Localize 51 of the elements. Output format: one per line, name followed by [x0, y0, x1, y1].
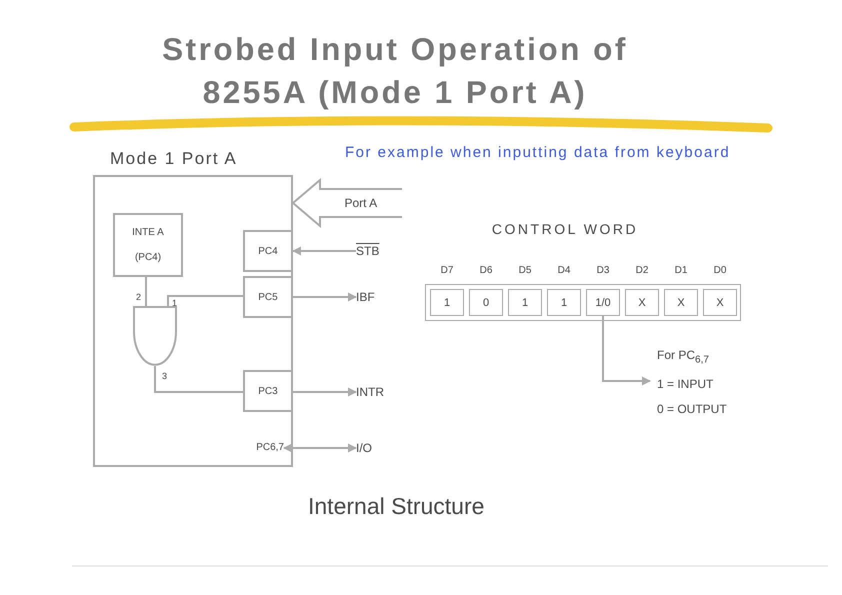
- bit-header: D7: [440, 264, 454, 277]
- pin-number: 3: [162, 371, 168, 382]
- signal-label: STB: [356, 243, 380, 259]
- box-heading: Mode 1 Port A: [110, 148, 238, 169]
- example-note: For example when inputting data from keyboard: [345, 144, 730, 161]
- arrow: [292, 246, 356, 256]
- bit-header: D4: [556, 264, 572, 277]
- figure-caption: Internal Structure: [308, 492, 484, 520]
- latch-box: [113, 213, 183, 277]
- bit-value: 1: [560, 296, 568, 310]
- signal-label: INTR: [356, 384, 384, 400]
- latch-label: INTE A: [132, 226, 164, 240]
- bit-value: X: [716, 296, 724, 310]
- bit-value: 1: [444, 296, 450, 310]
- bit-header: D5: [518, 264, 532, 277]
- arrow: [283, 444, 357, 452]
- connector-line: [154, 366, 243, 393]
- note-text: For PC$_{6,7}$: [657, 347, 709, 368]
- signal-label: I/O: [356, 440, 372, 456]
- connector-line: [145, 277, 147, 306]
- bit-value: 0: [482, 296, 490, 310]
- bit-value: X: [677, 296, 685, 310]
- pin-number: 2: [136, 292, 142, 303]
- bit-header: D1: [674, 264, 688, 277]
- note-text: 1 = INPUT: [657, 376, 714, 394]
- table-heading: CONTROL WORD: [490, 220, 640, 238]
- bit-header: D0: [712, 264, 728, 277]
- latch-label: (PC4): [134, 250, 162, 264]
- arrow: [602, 316, 651, 386]
- arrow: [293, 388, 357, 396]
- pin-label: PC6,7: [256, 440, 284, 456]
- and-gate-symbol: [132, 306, 178, 366]
- edge-label: Port A: [342, 196, 380, 210]
- bit-value: 1/0: [595, 296, 611, 310]
- slide-title: Strobed Input Operation of 8255A (Mode 1 Port A): [161, 30, 629, 112]
- note-text: 0 = OUTPUT: [657, 401, 727, 418]
- pin-label: PC4: [258, 244, 278, 258]
- bit-value: X: [638, 296, 646, 310]
- pin-box: [243, 230, 293, 272]
- pin-box: [243, 276, 293, 318]
- bit-header: D3: [596, 264, 610, 277]
- signal-label: IBF: [356, 289, 375, 305]
- arrow: [293, 292, 357, 302]
- bit-header: D2: [634, 264, 650, 277]
- bit-value: 1: [522, 296, 528, 310]
- pin-number: 1: [172, 298, 178, 309]
- connector-line: [167, 295, 243, 306]
- pin-label: PC3: [258, 384, 278, 398]
- bit-header: D6: [478, 264, 494, 277]
- pin-box: [243, 370, 293, 412]
- pin-label: PC5: [258, 290, 278, 304]
